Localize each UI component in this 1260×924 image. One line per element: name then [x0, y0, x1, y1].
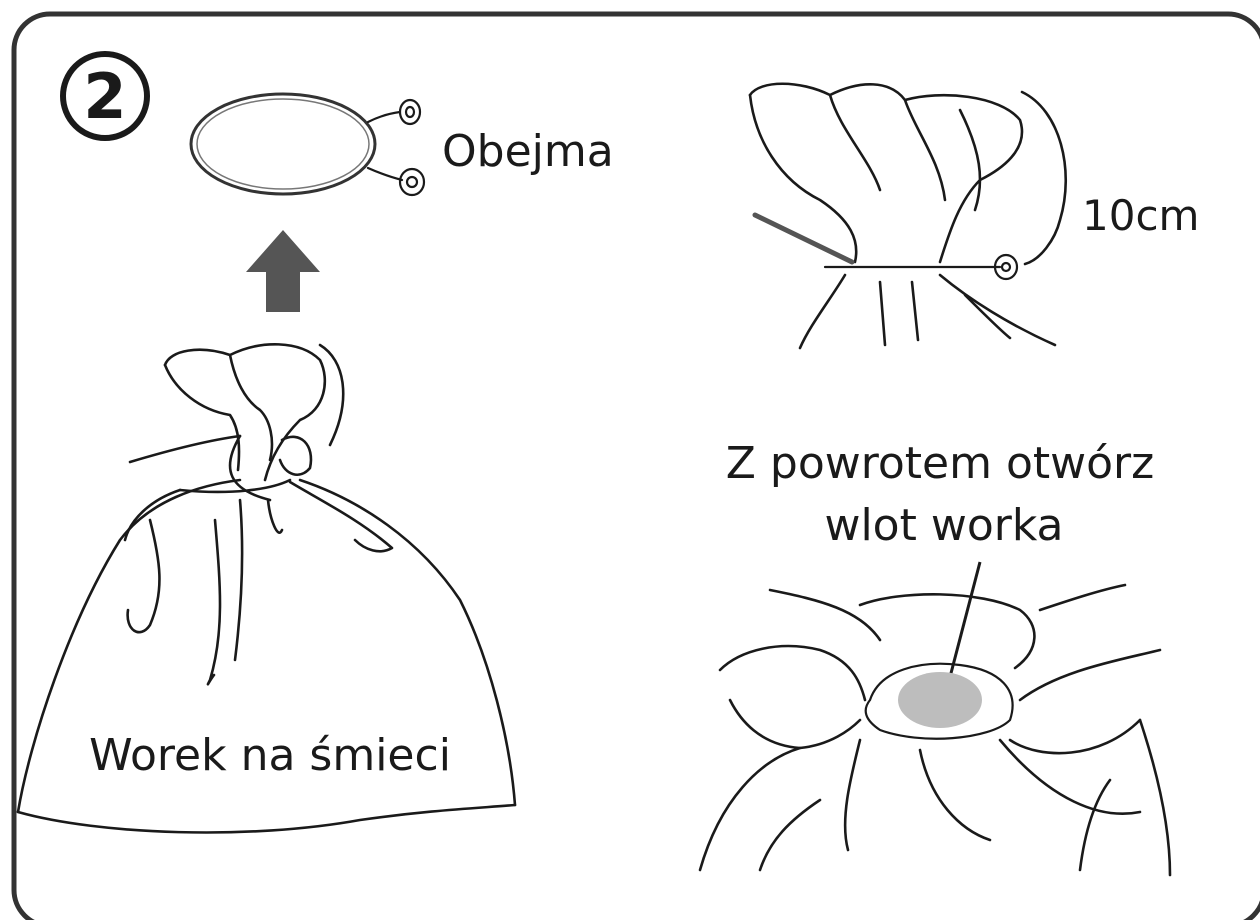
- instruction-line-2: wlot worka: [824, 500, 1063, 551]
- clamp-ring-icon: [191, 94, 424, 195]
- step-number: 2: [83, 60, 126, 133]
- opened-bag-drawing: [700, 585, 1170, 875]
- bag-opening: [898, 672, 982, 728]
- instruction-line-1: Z powrotem otwórz: [726, 438, 1154, 489]
- tied-bag-drawing: [750, 84, 1066, 348]
- arrow-up-icon: [246, 230, 320, 312]
- step-badge: 2: [63, 54, 147, 138]
- length-label: 10cm: [1082, 191, 1199, 240]
- bag-label: Worek na śmieci: [89, 730, 451, 781]
- clamp-label: Obejma: [442, 126, 614, 177]
